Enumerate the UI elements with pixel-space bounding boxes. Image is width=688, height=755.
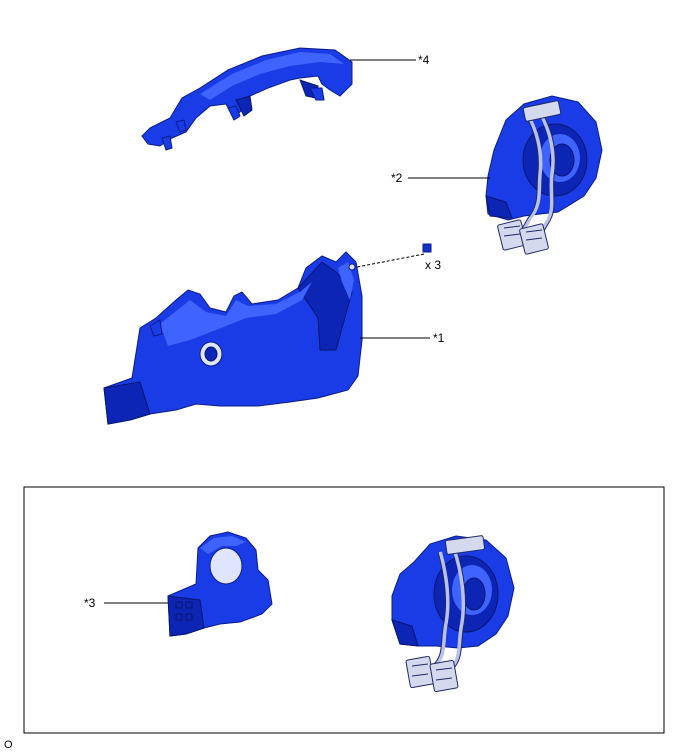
screw-fastener	[422, 243, 432, 253]
callout-label-1: *1	[433, 331, 445, 345]
figure-code: O	[4, 739, 13, 751]
lower-column-cover	[103, 251, 363, 425]
spiral-cable-detail	[391, 535, 515, 693]
screw-dashed-line	[351, 253, 425, 269]
spiral-cable	[485, 95, 603, 255]
callout-label-4: *4	[418, 53, 430, 67]
quantity-label: x 3	[425, 258, 442, 272]
detail-box-frame	[23, 486, 665, 734]
steering-sensor	[167, 531, 273, 637]
upper-column-cover	[141, 47, 353, 151]
callout-label-2: *2	[391, 171, 403, 185]
callout-label-3: *3	[84, 596, 96, 610]
